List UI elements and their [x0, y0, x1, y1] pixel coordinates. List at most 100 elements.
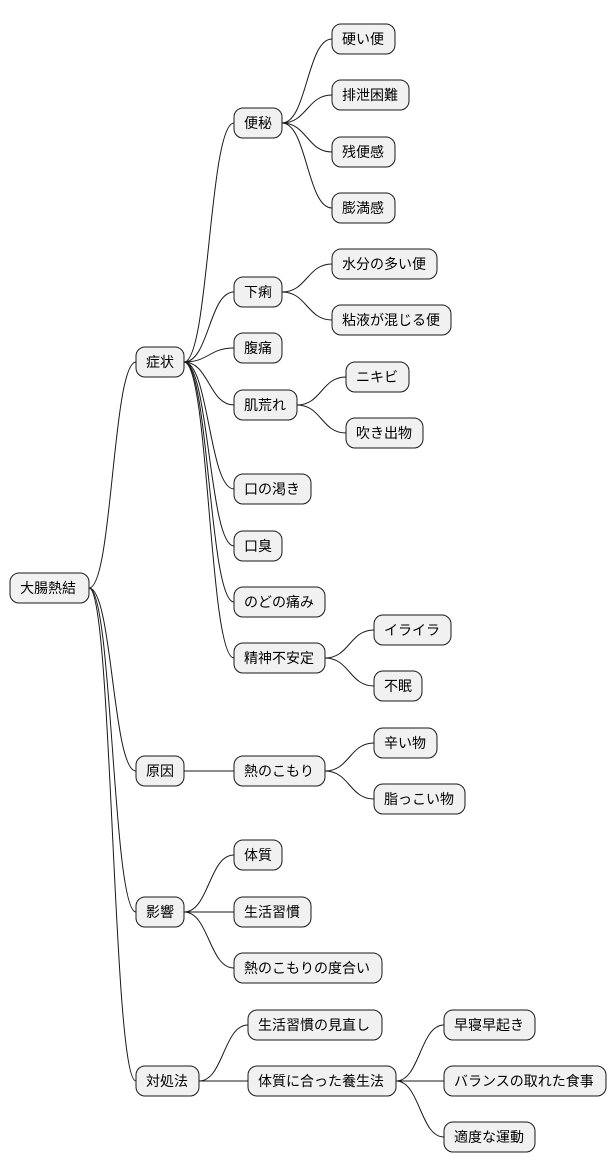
connector-line — [324, 742, 375, 772]
node-box — [9, 572, 90, 604]
mindmap-node: 口臭 — [233, 530, 283, 562]
node-label: 影響 — [146, 904, 174, 921]
mindmap-node: 残便感 — [331, 136, 396, 168]
connector-line — [183, 911, 235, 969]
connector-line — [296, 376, 347, 406]
node-box — [233, 755, 326, 787]
mindmap-node: 原因 — [135, 755, 185, 787]
node-label: 便秘 — [244, 116, 272, 132]
node-label: 症状 — [146, 355, 174, 371]
connector-line — [183, 361, 235, 547]
node-box — [233, 473, 312, 505]
connector-line — [88, 587, 137, 1082]
mindmap-node: 下痢 — [233, 276, 283, 308]
node-box — [135, 896, 185, 928]
mindmap-node: 肌荒れ — [233, 389, 298, 421]
mindmap-node: 便秘 — [233, 107, 283, 139]
connector-line — [281, 291, 333, 321]
node-label: 粘液が混じる便 — [342, 313, 440, 329]
mindmap-node: ニキビ — [345, 361, 410, 393]
connector-line — [183, 361, 235, 603]
mindmap-node: 腹痛 — [233, 332, 283, 364]
connector-line — [183, 347, 235, 363]
node-box — [373, 614, 452, 646]
node-box — [233, 107, 283, 139]
connector-line — [88, 587, 137, 913]
mindmap-node: 適度な運動 — [443, 1121, 536, 1153]
node-box — [233, 952, 383, 984]
node-label: 対処法 — [146, 1074, 188, 1090]
connector-line — [324, 629, 375, 659]
mindmap-node: 排泄困難 — [331, 79, 410, 111]
mindmap-node: 口の渇き — [233, 473, 312, 505]
node-box — [135, 346, 185, 378]
node-box — [331, 23, 396, 55]
node-label: 原因 — [146, 764, 174, 780]
node-box — [331, 136, 396, 168]
node-box — [331, 192, 396, 224]
node-box — [373, 783, 466, 815]
node-box — [331, 304, 452, 336]
node-label: 残便感 — [342, 144, 384, 161]
connector-line — [281, 94, 333, 124]
node-box — [331, 79, 410, 111]
mindmap-node: 硬い便 — [331, 23, 396, 55]
node-label: 腹痛 — [244, 340, 272, 357]
node-label: 大腸熱結 — [20, 581, 76, 597]
mindmap-node: 熱のこもりの度合い — [233, 952, 383, 984]
node-label: 不眠 — [384, 679, 412, 695]
node-box — [247, 1009, 383, 1041]
connector-line — [281, 122, 333, 209]
node-label: 脂っこい物 — [384, 792, 454, 808]
node-label: 口の渇き — [244, 482, 300, 498]
connector-line — [183, 122, 235, 363]
node-label: 辛い物 — [384, 736, 426, 752]
mindmap-root-node: 大腸熱結 — [9, 572, 90, 604]
node-box — [345, 361, 410, 393]
node-label: 早寝早起き — [454, 1017, 524, 1034]
connector-line — [88, 361, 137, 589]
node-label: のどの痛み — [244, 594, 314, 611]
node-box — [373, 670, 423, 702]
node-label: 生活習慣の見直し — [258, 1017, 370, 1034]
mindmap-node: 脂っこい物 — [373, 783, 466, 815]
node-box — [233, 530, 283, 562]
node-box — [345, 417, 424, 449]
node-label: 肌荒れ — [244, 398, 286, 414]
node-box — [443, 1121, 536, 1153]
node-box — [233, 276, 283, 308]
node-box — [135, 755, 185, 787]
node-label: 膨満感 — [342, 200, 384, 217]
connector-line — [183, 291, 235, 363]
mindmap-node: 早寝早起き — [443, 1009, 536, 1041]
node-box — [233, 389, 298, 421]
node-box — [233, 896, 312, 928]
node-label: 体質に合った養生法 — [258, 1073, 384, 1090]
mindmap-links — [88, 38, 445, 1138]
node-box — [135, 1065, 200, 1097]
connector-line — [281, 38, 333, 124]
connector-line — [88, 587, 137, 772]
mindmap-node: 粘液が混じる便 — [331, 304, 452, 336]
mindmap-node: 水分の多い便 — [331, 248, 438, 280]
mindmap-node: 精神不安定 — [233, 642, 326, 674]
node-label: ニキビ — [356, 370, 398, 386]
connector-line — [324, 770, 375, 800]
connector-line — [183, 854, 235, 913]
node-label: 下痢 — [244, 285, 272, 301]
node-label: 排泄困難 — [342, 88, 398, 104]
mindmap-node: 辛い物 — [373, 727, 438, 759]
node-box — [247, 1065, 397, 1097]
mindmap-node: 不眠 — [373, 670, 423, 702]
node-label: 熱のこもりの度合い — [244, 961, 370, 977]
mindmap-node: のどの痛み — [233, 586, 326, 618]
connector-line — [281, 122, 333, 153]
connector-line — [183, 361, 235, 490]
mindmap-node: 影響 — [135, 896, 185, 928]
mindmap-node: 体質に合った養生法 — [247, 1065, 397, 1097]
node-box — [373, 727, 438, 759]
node-box — [233, 586, 326, 618]
node-label: 生活習慣 — [244, 904, 300, 921]
